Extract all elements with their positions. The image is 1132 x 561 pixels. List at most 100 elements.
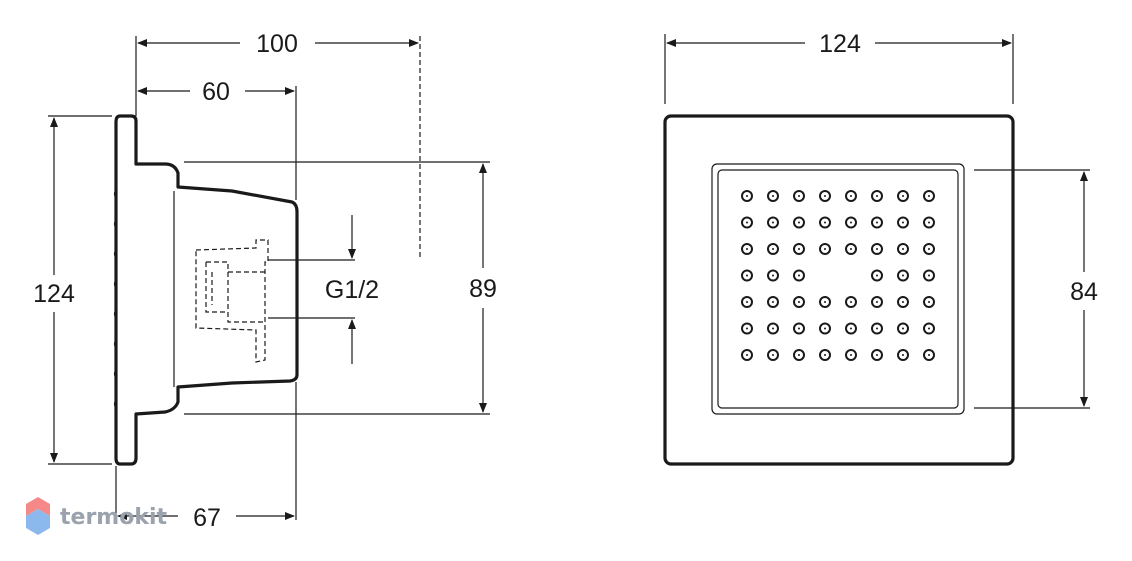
nozzle — [871, 349, 883, 361]
nozzle-center — [902, 354, 904, 356]
side-view-outline — [114, 114, 299, 466]
nozzle-center — [928, 301, 930, 303]
nozzle-center — [876, 354, 878, 356]
nozzle-center — [798, 195, 800, 197]
nozzle — [845, 216, 857, 229]
watermark-text: termokit — [60, 505, 167, 530]
nozzle-center — [772, 301, 774, 303]
nozzle-center — [876, 248, 878, 250]
nozzle-center — [798, 327, 800, 330]
nozzle-center — [772, 327, 774, 330]
nozzle-center — [850, 248, 852, 250]
nozzle — [897, 349, 909, 361]
dim-width: 124 — [819, 30, 861, 58]
nozzle — [767, 296, 779, 308]
nozzle — [793, 269, 805, 282]
nozzle — [923, 349, 935, 361]
nozzle — [871, 322, 883, 335]
nozzle — [897, 296, 909, 308]
nozzle — [871, 243, 883, 255]
dim-bottom-depth: 67 — [193, 504, 221, 532]
nozzle-center — [746, 301, 748, 303]
nozzle — [741, 216, 753, 229]
nozzle — [819, 243, 831, 255]
nozzle-center — [824, 248, 826, 250]
nozzle — [845, 322, 857, 335]
nozzle — [897, 190, 909, 202]
nozzle-center — [902, 274, 904, 277]
nozzle-center — [798, 221, 800, 224]
nozzle — [897, 269, 909, 282]
watermark: termokit — [26, 497, 167, 535]
nozzle — [897, 243, 909, 255]
nozzle — [767, 190, 779, 202]
nozzle-center — [928, 248, 930, 250]
nozzle — [741, 349, 753, 361]
nozzle-center — [798, 354, 800, 356]
nozzle — [767, 322, 779, 335]
nozzle-center — [824, 354, 826, 356]
nozzle — [767, 216, 779, 229]
nozzle-center — [772, 274, 774, 277]
nozzle — [793, 322, 805, 335]
nozzle — [897, 322, 909, 335]
nozzle-center — [902, 248, 904, 250]
nozzle — [845, 349, 857, 361]
nozzle — [741, 322, 753, 335]
nozzle — [845, 190, 857, 202]
nozzle-center — [928, 354, 930, 356]
nozzle-grid — [741, 190, 935, 361]
nozzle-center — [772, 248, 774, 250]
nozzle-center — [902, 327, 904, 330]
nozzle — [923, 190, 935, 202]
nozzle — [741, 190, 753, 202]
nozzle-center — [850, 354, 852, 356]
nozzle — [923, 296, 935, 308]
front-view: 124 84 — [663, 30, 1098, 466]
nozzle-center — [824, 221, 826, 224]
nozzle-center — [850, 301, 852, 303]
watermark-logo — [26, 497, 50, 535]
nozzle-center — [902, 301, 904, 303]
nozzle-center — [876, 195, 878, 197]
nozzle-center — [876, 274, 878, 277]
nozzle — [871, 190, 883, 202]
dim-connection-spacing: 89 — [469, 275, 497, 303]
nozzle-center — [746, 327, 748, 330]
nozzle-center — [746, 274, 748, 277]
nozzle — [767, 269, 779, 282]
nozzle — [871, 269, 883, 282]
nozzle-center — [850, 195, 852, 197]
nozzle-center — [928, 327, 930, 330]
nozzle-center — [746, 221, 748, 224]
nozzle — [819, 216, 831, 229]
nozzle-center — [876, 327, 878, 330]
nozzle-center — [746, 248, 748, 250]
nozzle — [923, 216, 935, 229]
nozzle — [741, 243, 753, 255]
nozzle — [767, 349, 779, 361]
nozzle-center — [876, 221, 878, 224]
nozzle-center — [824, 327, 826, 330]
nozzle — [793, 190, 805, 202]
nozzle — [871, 216, 883, 229]
thread-label: G1/2 — [325, 276, 379, 304]
nozzle — [845, 243, 857, 255]
nozzle-center — [876, 301, 878, 303]
nozzle-center — [772, 354, 774, 356]
nozzle — [923, 269, 935, 282]
nozzle — [793, 349, 805, 361]
nozzle — [767, 243, 779, 255]
hidden-connector — [195, 239, 269, 363]
nozzle-center — [772, 221, 774, 224]
nozzle-center — [798, 301, 800, 303]
dim-body-depth: 60 — [202, 78, 230, 106]
nozzle — [871, 296, 883, 308]
nozzle — [741, 296, 753, 308]
nozzle — [845, 296, 857, 308]
nozzle-center — [928, 221, 930, 224]
nozzle — [741, 269, 753, 282]
side-view: G1/2 100 60 124 89 67 — [33, 30, 497, 532]
dim-height: 124 — [33, 280, 75, 308]
